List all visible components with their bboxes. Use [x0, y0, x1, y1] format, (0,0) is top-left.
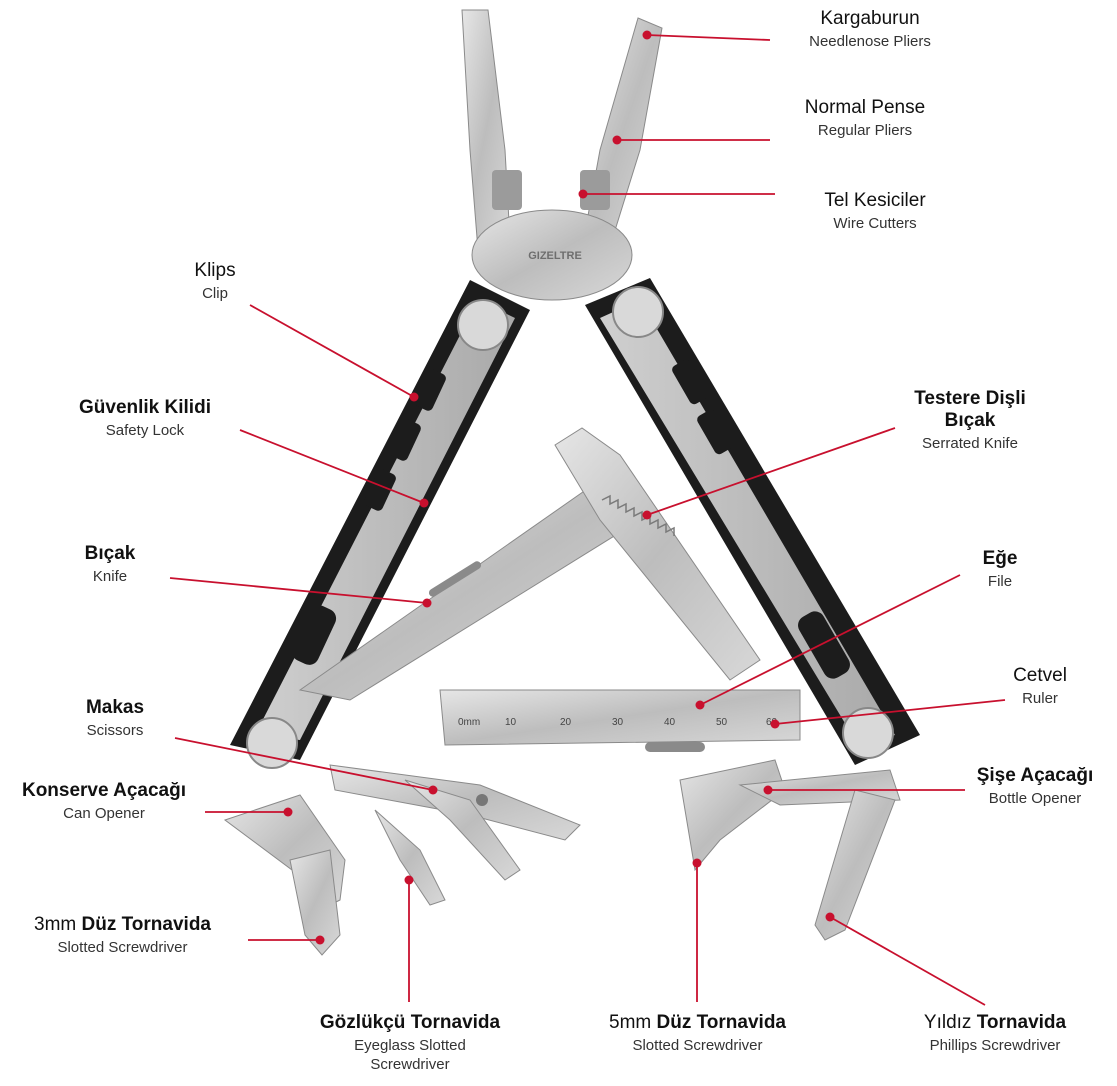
- callout-can-opener-en: Can Opener: [4, 805, 204, 822]
- scissors-pivot: [476, 794, 488, 806]
- callout-slotted-5mm: 5mm Düz Tornavida Slotted Screwdriver: [580, 1012, 815, 1054]
- callout-eyeglass-en: Eyeglass Slotted: [300, 1037, 520, 1054]
- left-cutter-notch: [492, 170, 522, 210]
- callout-ruler-en: Ruler: [985, 690, 1095, 707]
- leader-dot-needlenose: [643, 31, 652, 40]
- callout-slotted-5mm-tr: 5mm Düz Tornavida: [580, 1012, 815, 1034]
- callout-wire-cutters-en: Wire Cutters: [785, 215, 965, 232]
- leader-dot-ruler: [771, 720, 780, 729]
- callout-wire-cutters-tr: Tel Kesiciler: [785, 190, 965, 212]
- callout-clip: Klips Clip: [160, 260, 270, 302]
- callout-can-opener: Konserve Açacağı Can Opener: [4, 780, 204, 822]
- callout-slotted-3mm-tr: 3mm Düz Tornavida: [0, 914, 245, 936]
- ruler-label-20: 20: [560, 717, 572, 728]
- callout-clip-tr: Klips: [160, 260, 270, 282]
- callout-eyeglass-tr: Gözlükçü Tornavida: [300, 1012, 520, 1034]
- callout-safety-lock-tr: Güvenlik Kilidi: [55, 397, 235, 419]
- leader-dot-phillips: [826, 913, 835, 922]
- ruler-label-30: 30: [612, 717, 624, 728]
- callout-bottle-opener: Şişe Açacağı Bottle Opener: [955, 765, 1115, 807]
- callout-needlenose-tr: Kargaburun: [770, 8, 970, 30]
- callout-scissors-en: Scissors: [55, 722, 175, 739]
- left-top-screw: [458, 300, 508, 350]
- callout-file: Eğe File: [945, 548, 1055, 590]
- leader-dot-bottle-opener: [764, 786, 773, 795]
- leader-dot-knife: [423, 599, 432, 608]
- ruler-label-50: 50: [716, 717, 728, 728]
- leader-dot-slotted-3mm: [316, 936, 325, 945]
- leader-dot-eyeglass: [405, 876, 414, 885]
- callout-file-tr: Eğe: [945, 548, 1055, 570]
- callout-phillips-tr: Yıldız Tornavida: [880, 1012, 1110, 1034]
- leader-dot-serrated-knife: [643, 511, 652, 520]
- callout-serrated-knife-tr-line2: Bıçak: [880, 410, 1060, 432]
- ruler-label-10: 10: [505, 717, 517, 728]
- callout-regular-pliers: Normal Pense Regular Pliers: [775, 97, 955, 139]
- leader-dot-slotted-5mm: [693, 859, 702, 868]
- callout-phillips-en: Phillips Screwdriver: [880, 1037, 1110, 1054]
- callout-wire-cutters: Tel Kesiciler Wire Cutters: [785, 190, 965, 232]
- callout-file-en: File: [945, 573, 1055, 590]
- leader-dot-clip: [410, 393, 419, 402]
- callout-needlenose: Kargaburun Needlenose Pliers: [770, 8, 970, 50]
- right-top-screw: [613, 287, 663, 337]
- callout-bottle-opener-en: Bottle Opener: [955, 790, 1115, 807]
- callout-phillips: Yıldız Tornavida Phillips Screwdriver: [880, 1012, 1110, 1054]
- leader-phillips: [830, 917, 985, 1005]
- callout-clip-en: Clip: [160, 285, 270, 302]
- callout-knife-tr: Bıçak: [55, 543, 165, 565]
- leader-dot-wire-cutters: [579, 190, 588, 199]
- callout-needlenose-en: Needlenose Pliers: [770, 33, 970, 50]
- leader-dot-regular-pliers: [613, 136, 622, 145]
- eyeglass-screwdriver-tool: [375, 810, 445, 905]
- callout-eyeglass-en-line2: Screwdriver: [300, 1056, 520, 1073]
- plier-jaws: GIZELTRE: [462, 10, 662, 300]
- callout-safety-lock-en: Safety Lock: [55, 422, 235, 439]
- leader-clip: [250, 305, 414, 397]
- callout-regular-pliers-en: Regular Pliers: [775, 122, 955, 139]
- callout-regular-pliers-tr: Normal Pense: [775, 97, 955, 119]
- slotted-5mm-tool: [680, 760, 785, 870]
- callout-scissors-tr: Makas: [55, 697, 175, 719]
- leader-needlenose: [647, 35, 770, 40]
- callout-knife: Bıçak Knife: [55, 543, 165, 585]
- callout-slotted-5mm-en: Slotted Screwdriver: [580, 1037, 815, 1054]
- callout-eyeglass: Gözlükçü Tornavida Eyeglass Slotted Scre…: [300, 1012, 520, 1073]
- pivot-brand-logo: GIZELTRE: [528, 250, 582, 262]
- callout-safety-lock: Güvenlik Kilidi Safety Lock: [55, 397, 235, 439]
- leader-dot-can-opener: [284, 808, 293, 817]
- callout-ruler-tr: Cetvel: [985, 665, 1095, 687]
- ruler-label-0mm: 0mm: [458, 717, 480, 728]
- callout-can-opener-tr: Konserve Açacağı: [4, 780, 204, 802]
- callout-serrated-knife: Testere Dişli Bıçak Serrated Knife: [880, 388, 1060, 452]
- callout-ruler: Cetvel Ruler: [985, 665, 1095, 707]
- callout-slotted-3mm: 3mm Düz Tornavida Slotted Screwdriver: [0, 914, 245, 956]
- ruler-slot: [645, 742, 705, 752]
- callout-knife-en: Knife: [55, 568, 165, 585]
- callout-serrated-knife-en: Serrated Knife: [880, 435, 1060, 452]
- callout-bottle-opener-tr: Şişe Açacağı: [955, 765, 1115, 787]
- leader-dot-file: [696, 701, 705, 710]
- leader-dot-safety-lock: [420, 499, 429, 508]
- leader-dot-scissors: [429, 786, 438, 795]
- ruler-label-40: 40: [664, 717, 676, 728]
- left-jaw: [462, 10, 510, 250]
- callout-serrated-knife-tr: Testere Dişli: [880, 388, 1060, 410]
- callout-slotted-3mm-en: Slotted Screwdriver: [0, 939, 245, 956]
- callout-scissors: Makas Scissors: [55, 697, 175, 739]
